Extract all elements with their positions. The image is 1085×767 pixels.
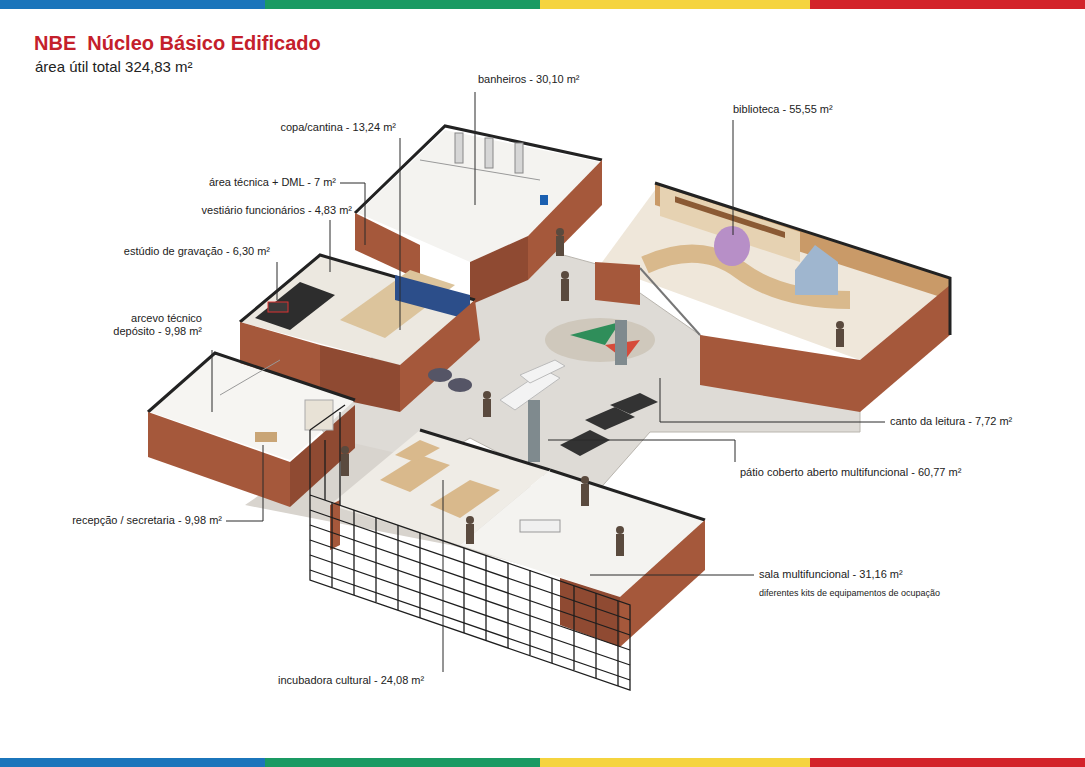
room-label: canto da leitura - 7,72 m² (890, 415, 1012, 428)
room-label: recepção / secretaria - 9,98 m² (72, 514, 222, 527)
room-label: copa/cantina - 13,24 m² (280, 121, 396, 134)
building (148, 126, 950, 690)
note: diferentes kits de equipamentos de ocupa… (759, 588, 940, 599)
room-label: banheiros - 30,10 m² (478, 73, 580, 86)
room-label: sala multifuncional - 31,16 m² (759, 568, 903, 581)
color-bar (265, 0, 540, 9)
color-bar (0, 758, 265, 767)
room-label: estúdio de gravação - 6,30 m² (124, 245, 270, 258)
room-label: incubadora cultural - 24,08 m² (278, 674, 424, 687)
page-title: NBE Núcleo Básico Edificado (34, 31, 321, 55)
color-bar (540, 758, 810, 767)
color-bar (265, 758, 540, 767)
subtitle: área útil total 324,83 m² (35, 58, 193, 76)
color-bar (540, 0, 810, 9)
color-bar (810, 758, 1085, 767)
color-bar (810, 0, 1085, 9)
room-label: área técnica + DML - 7 m² (209, 176, 336, 189)
room-label: biblioteca - 55,55 m² (733, 103, 833, 116)
room-label: arcevo técnico depósito - 9,98 m² (92, 312, 202, 338)
room-label: vestiário funcionários - 4,83 m² (202, 204, 352, 217)
color-bar (0, 0, 265, 9)
room-label: pátio coberto aberto multifuncional - 60… (740, 466, 961, 479)
